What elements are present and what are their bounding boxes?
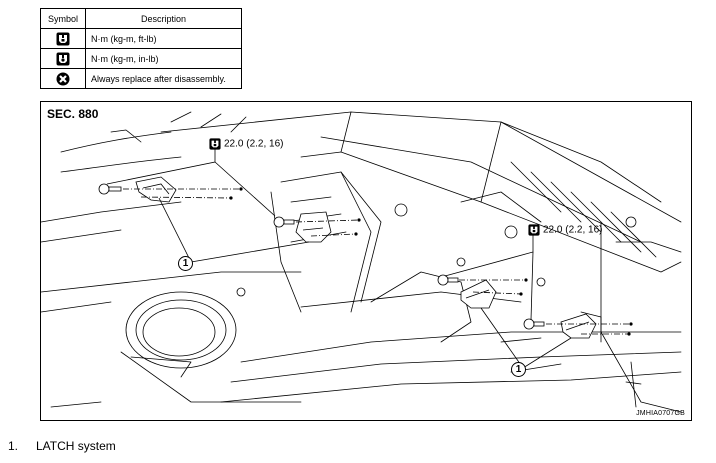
legend-description: N·m (kg-m, ft-lb) — [85, 28, 242, 49]
always-replace-icon — [56, 72, 70, 85]
figure-code: JMHIA0707GB — [636, 410, 685, 417]
legend-header-symbol: Symbol — [40, 8, 86, 29]
legend-description: Always replace after disassembly. — [85, 68, 242, 89]
legend-header-row: Symbol Description — [40, 8, 242, 29]
floor-panel-illustration — [41, 111, 682, 413]
section-label: SEC. 880 — [47, 107, 99, 121]
torque-wrench-icon — [528, 224, 540, 236]
leader-lines — [106, 148, 572, 369]
latch-anchor-bracket-4 — [523, 313, 633, 339]
torque-spec-left: 22.0 (2.2, 16) — [209, 138, 283, 150]
callout-1-right: 1 — [511, 362, 526, 377]
latch-anchor-bracket-1 — [98, 176, 243, 203]
latch-system-figure: SEC. 880 22.0 (2.2, 16) 22.0 (2.2, 16) 1… — [40, 101, 692, 421]
caption-text: LATCH system — [36, 439, 116, 453]
torque-value: 22.0 (2.2, 16) — [224, 138, 284, 150]
latch-anchor-bracket-2 — [273, 211, 361, 243]
torque-wrench-small-icon — [56, 52, 70, 65]
legend-description: N·m (kg-m, in-lb) — [85, 48, 242, 69]
legend-row: N·m (kg-m, ft-lb) — [40, 28, 242, 49]
torque-spec-right: 22.0 (2.2, 16) — [528, 224, 602, 236]
latch-anchor-bracket-3 — [437, 274, 528, 309]
torque-wrench-icon — [56, 32, 70, 45]
figure-caption: 1. LATCH system — [8, 439, 116, 453]
caption-number: 1. — [8, 439, 19, 453]
torque-value: 22.0 (2.2, 16) — [543, 224, 603, 236]
legend-header-description: Description — [85, 8, 242, 29]
symbol-legend-table: Symbol Description N·m (kg-m, ft-lb) N·m… — [40, 8, 242, 89]
legend-row: N·m (kg-m, in-lb) — [40, 48, 242, 69]
legend-row: Always replace after disassembly. — [40, 68, 242, 89]
torque-wrench-icon — [209, 138, 221, 150]
callout-1-left: 1 — [178, 256, 193, 271]
